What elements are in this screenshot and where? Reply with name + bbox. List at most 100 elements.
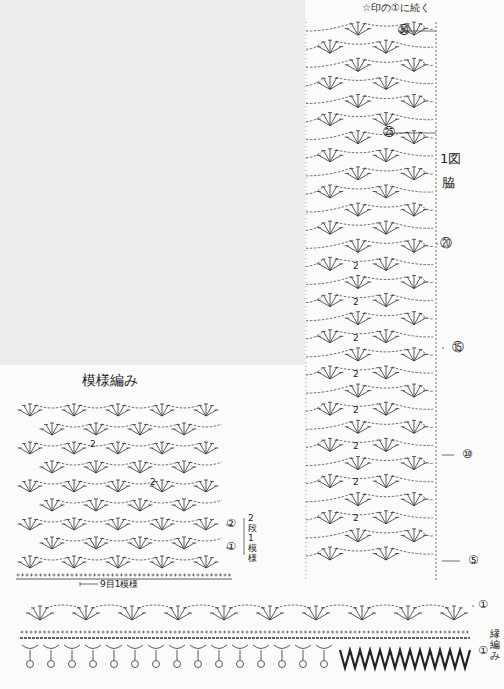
leader-line <box>442 455 454 456</box>
stitch-stroke <box>414 58 415 71</box>
stitch-stroke <box>378 548 382 549</box>
stitch-stroke <box>313 632 316 633</box>
stitch-stroke <box>367 282 371 283</box>
stitch-stroke <box>454 613 466 620</box>
stitch-stroke <box>142 613 146 614</box>
stitch-stroke <box>98 631 99 634</box>
stitch-stroke <box>418 613 422 614</box>
stitch-stroke <box>330 475 331 488</box>
stitch-stroke <box>414 239 415 252</box>
stitch-stroke <box>96 423 97 435</box>
stitch-stroke <box>302 613 306 614</box>
stitch-stroke <box>172 505 176 506</box>
stitch-stroke <box>323 631 324 634</box>
stitch-stroke <box>126 410 130 411</box>
stitch-stroke <box>170 524 174 525</box>
stitch-stroke <box>102 424 134 427</box>
stitch-stroke <box>200 482 206 492</box>
stitch-stroke <box>43 645 59 649</box>
stitch-stroke <box>21 632 24 633</box>
stitch-stroke <box>150 524 154 525</box>
stitch-stroke <box>324 549 331 560</box>
stitch-stroke <box>204 556 208 557</box>
stitch-stroke <box>36 443 68 446</box>
stitch-stroke <box>40 574 41 577</box>
stitch-stroke <box>66 443 70 444</box>
stitch-stroke <box>336 41 380 44</box>
callout-label: ① <box>478 599 488 610</box>
stitch-stroke <box>367 632 370 633</box>
stitch-stroke <box>358 210 369 217</box>
stitch-stroke <box>392 295 433 301</box>
stitch-stroke <box>420 277 433 283</box>
stitch-stroke <box>74 486 84 492</box>
stitch-stroke <box>162 448 172 454</box>
stitch-stroke <box>118 480 119 492</box>
stitch-stroke <box>380 151 387 162</box>
stitch-stroke <box>26 631 27 634</box>
stitch-stroke <box>18 574 19 577</box>
stitch-stroke <box>118 613 122 614</box>
stitch-stroke <box>217 608 224 620</box>
stitch-stroke <box>414 529 415 542</box>
stitch-stroke <box>256 613 260 614</box>
stitch-stroke <box>360 606 364 607</box>
stitch-stroke <box>52 467 62 473</box>
stitch-stroke <box>420 240 433 246</box>
stitch-stroke <box>392 186 433 192</box>
stitch-stroke <box>324 114 331 125</box>
stitch-stroke <box>38 606 42 607</box>
stitch-stroke <box>192 632 195 633</box>
stitch-stroke <box>367 535 371 536</box>
stitch-stroke <box>184 423 185 435</box>
stitch-stroke <box>162 574 163 577</box>
stitch-stroke <box>112 520 118 530</box>
stitch-stroke <box>269 631 270 634</box>
stitch-stroke <box>412 311 416 312</box>
stitch-stroke <box>330 294 331 307</box>
stitch-stroke <box>198 650 199 660</box>
stitch-stroke <box>138 423 142 424</box>
stitch-stroke <box>80 557 112 560</box>
stitch-stroke <box>364 421 408 424</box>
stitch-stroke <box>182 499 186 500</box>
stitch-stroke <box>40 505 44 506</box>
stitch-stroke <box>356 22 360 23</box>
stitch-stroke <box>232 632 235 633</box>
stitch-stroke <box>28 404 32 405</box>
stitch-stroke <box>210 405 214 406</box>
stitch-stroke <box>126 486 130 487</box>
stitch-stroke <box>52 632 55 633</box>
stitch-stroke <box>44 424 48 425</box>
stitch-stroke <box>339 517 343 518</box>
callout-label: 1図 <box>440 152 461 165</box>
stitch-stroke <box>124 632 127 633</box>
stitch-stroke <box>331 632 334 633</box>
stitch-stroke <box>358 384 359 397</box>
stitch-stroke <box>143 575 146 576</box>
stitch-stroke <box>184 537 185 549</box>
stitch-stroke <box>330 76 331 89</box>
stitch-stroke <box>412 632 415 633</box>
stitch-stroke <box>414 167 415 180</box>
stitch-stroke <box>28 442 32 443</box>
callout-label: ☆印の①に続く <box>362 3 430 13</box>
stitch-stroke <box>386 631 387 634</box>
stitch-stroke <box>189 574 190 577</box>
stitch-stroke <box>406 96 410 97</box>
stitch-stroke <box>156 632 159 633</box>
stitch-stroke <box>420 132 433 138</box>
stitch-stroke <box>22 631 23 634</box>
stitch-stroke <box>328 438 332 439</box>
stitch-stroke <box>116 480 120 481</box>
stitch-stroke <box>386 445 397 452</box>
stitch-stroke <box>222 606 226 607</box>
stitch-stroke <box>30 410 40 416</box>
stitch-stroke <box>373 82 377 83</box>
stitch-stroke <box>219 650 220 660</box>
stitch-stroke <box>190 538 222 541</box>
stitch-stroke <box>306 548 324 556</box>
stitch-stroke <box>69 661 76 668</box>
stitch-stroke <box>64 645 80 649</box>
stitch-stroke <box>324 368 331 379</box>
